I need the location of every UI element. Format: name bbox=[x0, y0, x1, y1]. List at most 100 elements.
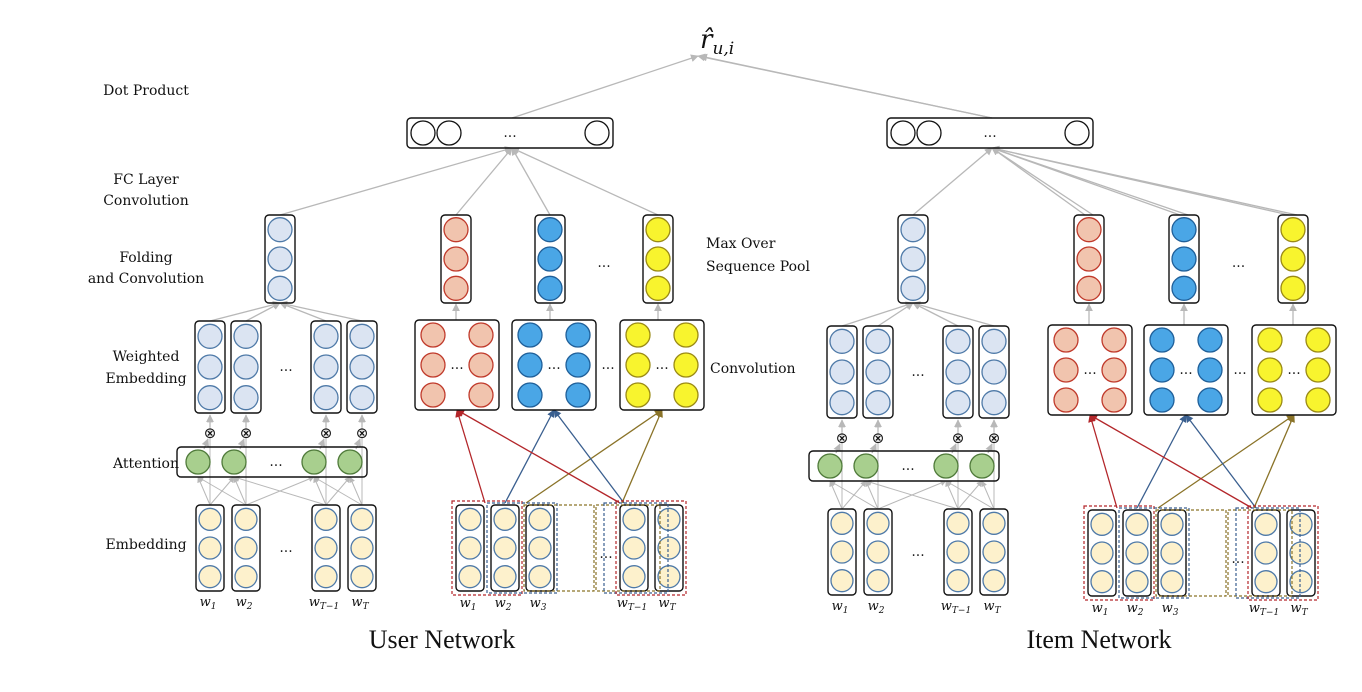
item-conv-embedding-node bbox=[1289, 570, 1313, 594]
item-emb-to-attn bbox=[829, 480, 843, 510]
item-embedding-box bbox=[863, 508, 893, 596]
item-folding-node bbox=[900, 217, 926, 243]
user-emb-to-attn bbox=[313, 476, 327, 506]
user-conv-arrow bbox=[621, 409, 663, 504]
user-conv-feature-node bbox=[673, 352, 699, 378]
item-pool-to-fc bbox=[991, 146, 1189, 216]
item-conv-word-label: w3 bbox=[1162, 601, 1179, 618]
user-weighted-node bbox=[233, 385, 259, 411]
item-conv-feature-node bbox=[1305, 327, 1331, 353]
item-pool-box bbox=[1168, 214, 1200, 304]
item-fc-to-output-extra bbox=[699, 53, 993, 119]
item-conv-feature-node bbox=[1197, 387, 1223, 413]
item-weighted-to-fold bbox=[912, 301, 995, 327]
item-embedding-ellipsis: ... bbox=[911, 544, 924, 560]
item-conv-feature-box bbox=[1047, 324, 1133, 416]
user-fc-ellipsis: ... bbox=[503, 125, 516, 141]
user-embedding-box bbox=[311, 504, 341, 592]
item-conv-embedding-node bbox=[1160, 570, 1184, 594]
item-window-red bbox=[1083, 505, 1155, 601]
user-conv-embedding-node bbox=[622, 565, 646, 589]
item-conv-feature-node bbox=[1053, 357, 1079, 383]
user-pool-ellipsis: ... bbox=[597, 255, 610, 271]
item-embedding-node bbox=[982, 569, 1006, 593]
item-weighted-box bbox=[826, 325, 858, 419]
user-conv-embedding-node bbox=[657, 507, 681, 531]
item-fc-ellipsis: ... bbox=[983, 125, 996, 141]
label-weighted: Weighted bbox=[113, 349, 180, 365]
item-conv-ellipsis: ... bbox=[1233, 362, 1246, 378]
user-embedding-node bbox=[350, 565, 374, 589]
item-embedding-node bbox=[866, 569, 890, 593]
user-attention-bar bbox=[176, 446, 368, 478]
user-weighted-to-fold bbox=[279, 300, 363, 322]
item-conv-feature-node bbox=[1257, 387, 1283, 413]
user-emb-to-attn bbox=[197, 476, 247, 506]
user-conv-word-label: wT−1 bbox=[617, 596, 647, 613]
item-window-red-2 bbox=[1247, 505, 1319, 601]
user-embedding-node bbox=[198, 536, 222, 560]
user-fc-node bbox=[410, 120, 436, 146]
item-weighted-to-fold bbox=[877, 302, 914, 327]
item-pool-node bbox=[1076, 217, 1102, 243]
user-conv-embedding-node bbox=[528, 507, 552, 531]
item-word-label: wT−1 bbox=[941, 599, 971, 616]
user-embedding-node bbox=[314, 507, 338, 531]
user-pool-to-fc bbox=[511, 147, 551, 216]
user-emb-to-attn bbox=[313, 476, 363, 506]
label-attention: Attention bbox=[112, 456, 179, 472]
user-weighted-node bbox=[313, 385, 339, 411]
item-conv-embedding-box bbox=[1087, 509, 1117, 597]
user-embedding-node bbox=[234, 565, 258, 589]
user-embedding-ellipsis: ... bbox=[279, 540, 292, 556]
user-weighted-box bbox=[194, 320, 226, 414]
user-pool-to-fc bbox=[455, 147, 513, 216]
user-conv-feature-node bbox=[625, 322, 651, 348]
item-weighted-node bbox=[829, 390, 855, 416]
label-embedding-weighted: Embedding bbox=[105, 371, 186, 387]
label-folding: Folding bbox=[119, 250, 172, 266]
user-conv-embedding-node bbox=[493, 507, 517, 531]
item-conv-feature-node bbox=[1053, 327, 1079, 353]
user-weighted-box bbox=[310, 320, 342, 414]
user-word-label: wT bbox=[351, 595, 369, 612]
item-embedding-box bbox=[827, 508, 857, 596]
user-embedding-node bbox=[198, 565, 222, 589]
item-conv-embedding-node bbox=[1254, 512, 1278, 536]
diagram-shapes bbox=[176, 117, 1337, 601]
user-weighted-node bbox=[313, 354, 339, 380]
item-emb-to-attn bbox=[865, 479, 959, 510]
item-emb-to-attn bbox=[945, 480, 959, 510]
user-conv-feature-box bbox=[619, 319, 705, 411]
user-conv-feature-node bbox=[420, 352, 446, 378]
item-fold-to-fc bbox=[912, 147, 993, 216]
user-conv-arrow bbox=[525, 409, 663, 504]
item-conv-embedding-node bbox=[1090, 541, 1114, 565]
label-embedding: Embedding bbox=[105, 537, 186, 553]
item-attention-node bbox=[933, 453, 959, 479]
item-conv-feature-ellipsis: ... bbox=[1179, 362, 1192, 378]
user-attention-node bbox=[301, 449, 327, 475]
user-emb-to-attn bbox=[233, 475, 327, 506]
item-word-label: w1 bbox=[832, 599, 849, 616]
user-window-blue-2 bbox=[603, 502, 669, 594]
user-conv-arrow bbox=[455, 409, 486, 504]
user-pool-node bbox=[645, 246, 671, 272]
item-conv-arrow bbox=[1136, 414, 1187, 509]
user-conv-embedding-node bbox=[622, 536, 646, 560]
item-conv-arrow bbox=[1089, 414, 1253, 509]
item-weighted-node bbox=[865, 328, 891, 354]
user-fc-node bbox=[584, 120, 610, 146]
user-conv-embedding-node bbox=[622, 507, 646, 531]
item-window-olive-2 bbox=[1227, 509, 1293, 597]
user-conv-feature-node bbox=[420, 322, 446, 348]
item-weighted-node bbox=[945, 359, 971, 385]
item-pool-node bbox=[1076, 275, 1102, 301]
item-attention-node bbox=[817, 453, 843, 479]
item-emb-to-attn bbox=[865, 480, 879, 510]
user-embedding-node bbox=[198, 507, 222, 531]
user-conv-embedding-node bbox=[493, 565, 517, 589]
user-embedding-node bbox=[314, 565, 338, 589]
